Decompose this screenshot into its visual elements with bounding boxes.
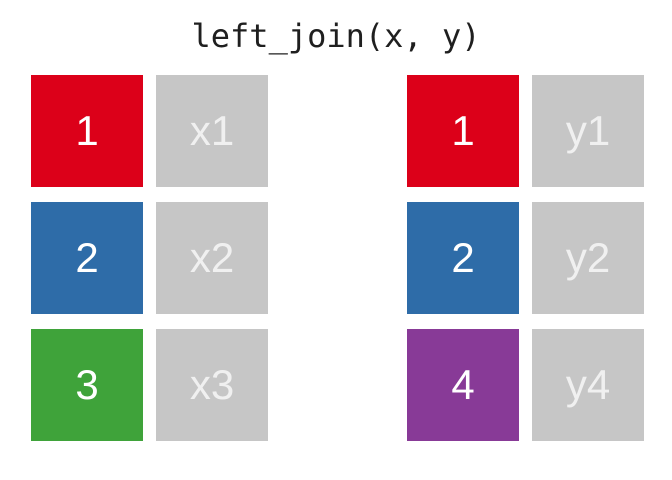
table-x: 1 x1 2 x2 3 x3 bbox=[31, 75, 268, 441]
table-x-row1-key-cell: 1 bbox=[31, 75, 143, 187]
table-x-row2-key-cell: 2 bbox=[31, 202, 143, 314]
table-y-row3-value-cell: y4 bbox=[532, 329, 644, 441]
table-y-row1-key-cell: 1 bbox=[407, 75, 519, 187]
table-y: 1 y1 2 y2 4 y4 bbox=[407, 75, 644, 441]
table-y-row3-key-cell: 4 bbox=[407, 329, 519, 441]
table-y-row1-value-cell: y1 bbox=[532, 75, 644, 187]
table-x-row3-key-cell: 3 bbox=[31, 329, 143, 441]
table-y-row2-key-cell: 2 bbox=[407, 202, 519, 314]
table-y-row2-value-cell: y2 bbox=[532, 202, 644, 314]
table-x-row2-value-cell: x2 bbox=[156, 202, 268, 314]
table-x-row3-value-cell: x3 bbox=[156, 329, 268, 441]
table-x-row1-value-cell: x1 bbox=[156, 75, 268, 187]
diagram-title: left_join(x, y) bbox=[191, 17, 481, 55]
